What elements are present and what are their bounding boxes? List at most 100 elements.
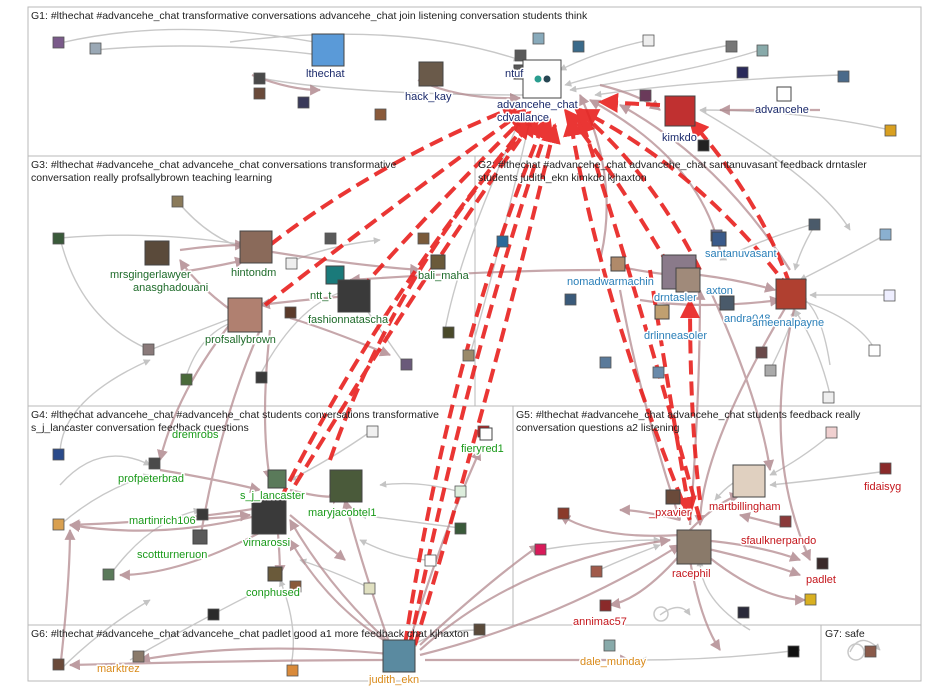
node-advancehe-chat[interactable] (522, 59, 562, 99)
node-ameenalpayne[interactable] (775, 278, 807, 310)
node-avatar[interactable] (253, 87, 266, 100)
node-avatar[interactable] (599, 599, 612, 612)
node-avatar[interactable] (764, 364, 777, 377)
node-avatar[interactable] (142, 343, 155, 356)
node-avatar[interactable] (697, 139, 710, 152)
node-maryjacobtel1[interactable] (329, 469, 363, 503)
node-sandra[interactable] (719, 295, 735, 311)
node-hack-kay[interactable] (418, 61, 444, 87)
node-avatar[interactable] (52, 658, 65, 671)
node-scottturneruon[interactable] (192, 529, 208, 545)
node-avatar[interactable] (879, 462, 892, 475)
node-drlinneasoler[interactable] (654, 304, 670, 320)
node-avatar[interactable] (603, 639, 616, 652)
node-avatar[interactable] (297, 96, 310, 109)
node-avatar[interactable] (374, 108, 387, 121)
node-avatar[interactable] (417, 232, 430, 245)
node-avatar[interactable] (289, 580, 302, 593)
node-avatar[interactable] (52, 36, 65, 49)
node-avatar[interactable] (756, 44, 769, 57)
label-advancehe: advancehe (755, 104, 809, 116)
node-avatar[interactable] (822, 391, 835, 404)
node-avatar[interactable] (572, 40, 585, 53)
node-avatar[interactable] (514, 49, 527, 62)
node-avatar[interactable] (400, 358, 413, 371)
node-avatar[interactable] (652, 366, 665, 379)
node-fieryred1[interactable] (479, 427, 493, 441)
node-avatar[interactable] (424, 554, 437, 567)
node-avatar[interactable] (532, 32, 545, 45)
node-avatar[interactable] (132, 650, 145, 663)
node-nomadwarmachine[interactable] (610, 256, 626, 272)
node-pxavier[interactable] (665, 489, 681, 505)
node-avatar[interactable] (253, 72, 266, 85)
label-scottturneruon: scottturneruon (137, 549, 207, 561)
node-avatar[interactable] (102, 568, 115, 581)
node-santanuvasant[interactable] (711, 231, 727, 247)
node-avatar[interactable] (148, 457, 161, 470)
node-avatar[interactable] (816, 557, 829, 570)
node-avatar[interactable] (366, 425, 379, 438)
node-avatar[interactable] (454, 522, 467, 535)
node-avatar[interactable] (52, 232, 65, 245)
node-avatar[interactable] (868, 344, 881, 357)
node-avatar[interactable] (737, 606, 750, 619)
node-avatar[interactable] (363, 582, 376, 595)
node-conphused[interactable] (267, 566, 283, 582)
node-avatar[interactable] (89, 42, 102, 55)
node-racephil[interactable] (676, 529, 712, 565)
node-avatar[interactable] (590, 565, 603, 578)
node-profsallybrown[interactable] (227, 297, 263, 333)
label-hack-kay: hack_kay (405, 91, 452, 103)
node-avatar[interactable] (808, 218, 821, 231)
node-s-j-lancaster[interactable] (267, 469, 287, 489)
node-avatar[interactable] (642, 34, 655, 47)
node-avatar[interactable] (884, 124, 897, 137)
node-avatar[interactable] (879, 228, 892, 241)
node-hintondm[interactable] (239, 230, 273, 264)
node-avatar[interactable] (534, 543, 547, 556)
node-avatar[interactable] (864, 645, 877, 658)
node-avatar[interactable] (725, 40, 738, 53)
node-avatar[interactable] (557, 507, 570, 520)
node-kimkdo[interactable] (664, 95, 696, 127)
node-avatar[interactable] (639, 89, 652, 102)
node-avatar[interactable] (787, 645, 800, 658)
node-martbillingham[interactable] (732, 464, 766, 498)
node-avatar[interactable] (255, 371, 268, 384)
node-avatar[interactable] (171, 195, 184, 208)
node-avatar[interactable] (779, 515, 792, 528)
node-advancehe[interactable] (776, 86, 792, 102)
node-avatar[interactable] (599, 356, 612, 369)
node-avatar[interactable] (473, 623, 486, 636)
major-nodes (144, 33, 807, 673)
node-avatar[interactable] (755, 346, 768, 359)
node-avatar[interactable] (462, 349, 475, 362)
node-judith-ekn[interactable] (382, 639, 416, 673)
node-avatar[interactable] (825, 426, 838, 439)
node-avatar[interactable] (285, 257, 298, 270)
node-avatar[interactable] (883, 289, 896, 302)
node-avatar[interactable] (52, 448, 65, 461)
node-virnarossi[interactable] (251, 499, 287, 535)
node-avatar[interactable] (196, 508, 209, 521)
label-kjhaxton: axton (706, 285, 733, 297)
node-avatar[interactable] (804, 593, 817, 606)
node-avatar[interactable] (736, 66, 749, 79)
node-avatar[interactable] (837, 70, 850, 83)
node-lthechat[interactable] (311, 33, 345, 67)
node-avatar[interactable] (442, 326, 455, 339)
node-avatar[interactable] (180, 373, 193, 386)
node-kjhaxton[interactable] (675, 267, 701, 293)
node-avatar[interactable] (286, 664, 299, 677)
node-bali-maha[interactable] (430, 254, 446, 270)
node-avatar[interactable] (207, 608, 220, 621)
node-avatar[interactable] (324, 232, 337, 245)
node-avatar[interactable] (284, 306, 297, 319)
node-fashionnatascha[interactable] (337, 279, 371, 313)
node-avatar[interactable] (52, 518, 65, 531)
node-avatar[interactable] (454, 485, 467, 498)
node-avatar[interactable] (564, 293, 577, 306)
node-mrsgingerlawyer[interactable] (144, 240, 170, 266)
node-avatar[interactable] (496, 235, 509, 248)
